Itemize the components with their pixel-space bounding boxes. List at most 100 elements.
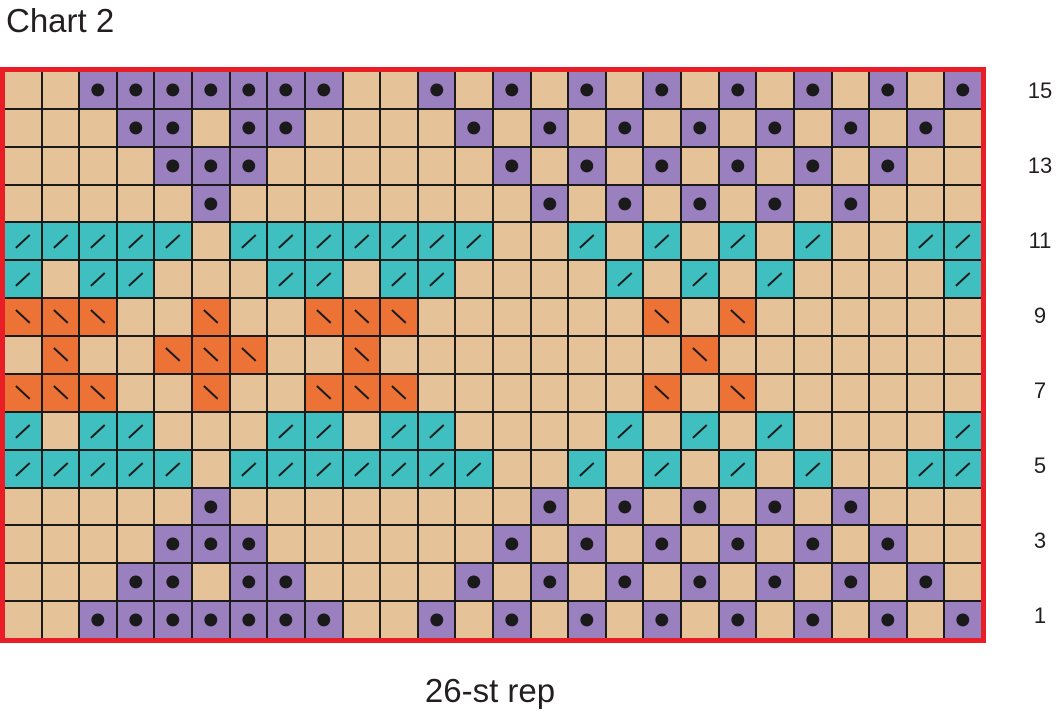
- stitch-r9-c16-background: [569, 299, 605, 336]
- dot-icon: [467, 121, 481, 135]
- dot-icon: [204, 197, 218, 210]
- stitch-r4-c22-background: [794, 488, 831, 525]
- dot-icon: [467, 575, 481, 589]
- stitch-r1-c3-purple-dot: [80, 602, 116, 638]
- dot-icon: [129, 575, 143, 589]
- stitch-r2-c5-purple-dot: [155, 564, 192, 601]
- slash-icon: [90, 272, 106, 287]
- dot-icon: [843, 500, 857, 513]
- stitch-r2-c20-background: [719, 564, 756, 601]
- stitch-r13-c14-purple-dot: [493, 147, 530, 184]
- backslash-icon: [391, 385, 407, 400]
- stitch-r2-c4-purple-dot: [117, 564, 154, 601]
- stitch-r15-c14-purple-dot: [493, 72, 530, 108]
- stitch-r13-c20-purple-dot: [719, 147, 756, 184]
- stitch-r9-c25-background: [907, 299, 944, 336]
- backslash-icon: [692, 347, 708, 362]
- stitch-r10-c24-background: [870, 261, 906, 298]
- slash-icon: [128, 234, 144, 250]
- backslash-icon: [391, 309, 407, 324]
- stitch-r12-c9-background: [305, 185, 342, 222]
- stitch-r1-c5-purple-dot: [155, 602, 192, 638]
- stitch-r11-c12-teal-slash: [418, 223, 455, 260]
- stitch-r10-c4-teal-slash: [117, 261, 154, 298]
- stitch-r4-c8-background: [268, 488, 304, 525]
- stitch-r1-c19-background: [682, 602, 718, 638]
- dot-icon: [768, 500, 782, 513]
- stitch-r13-c16-purple-dot: [569, 147, 605, 184]
- stitch-r11-c7-teal-slash: [230, 223, 267, 260]
- stitch-r3-c17-background: [606, 526, 643, 563]
- stitch-r3-c11-background: [381, 526, 417, 563]
- stitch-r3-c22-purple-dot: [794, 526, 831, 563]
- stitch-r6-c4-teal-slash: [117, 412, 154, 449]
- backslash-icon: [240, 347, 257, 362]
- stitch-r1-c18-purple-dot: [644, 602, 681, 638]
- dot-icon: [542, 197, 556, 210]
- slash-icon: [15, 272, 31, 287]
- stitch-r4-c2-background: [42, 488, 79, 525]
- stitch-r11-c17-background: [606, 223, 643, 260]
- stitch-r10-c26-teal-slash: [945, 261, 981, 298]
- stitch-r7-c2-orange-backslash: [42, 374, 79, 411]
- stitch-r10-c20-background: [719, 261, 756, 298]
- stitch-r1-c9-purple-dot: [305, 602, 342, 638]
- stitch-r1-c21-background: [757, 602, 793, 638]
- stitch-r2-c21-purple-dot: [757, 564, 793, 601]
- stitch-r3-c18-purple-dot: [644, 526, 681, 563]
- stitch-r5-c10-teal-slash: [343, 450, 380, 487]
- stitch-r3-c21-background: [757, 526, 793, 563]
- stitch-r10-c22-background: [794, 261, 831, 298]
- stitch-r3-c5-purple-dot: [155, 526, 192, 563]
- stitch-r9-c20-orange-backslash: [719, 299, 756, 336]
- stitch-r15-c8-purple-dot: [268, 72, 304, 108]
- slash-icon: [955, 461, 971, 477]
- stitch-r4-c24-background: [870, 488, 906, 525]
- stitch-r1-c11-background: [381, 602, 417, 638]
- stitch-r13-c13-background: [456, 147, 492, 184]
- stitch-r4-c9-background: [305, 488, 342, 525]
- slash-icon: [428, 234, 445, 250]
- stitch-r1-c16-purple-dot: [569, 602, 605, 638]
- stitch-r5-c4-teal-slash: [117, 450, 154, 487]
- stitch-r5-c19-background: [682, 450, 718, 487]
- row-label: 9: [1033, 303, 1047, 329]
- stitch-r11-c18-teal-slash: [644, 223, 681, 260]
- stitch-r12-c7-background: [230, 185, 267, 222]
- stitch-r8-c24-background: [870, 337, 906, 373]
- stitch-r2-c1-background: [5, 564, 41, 601]
- stitch-r4-c13-background: [456, 488, 492, 525]
- stitch-r15-c5-purple-dot: [155, 72, 192, 108]
- slash-icon: [128, 272, 144, 287]
- stitch-r14-c16-background: [569, 109, 605, 146]
- dot-icon: [693, 500, 707, 513]
- stitch-r11-c8-teal-slash: [268, 223, 304, 260]
- stitch-r13-c11-background: [381, 147, 417, 184]
- stitch-r2-c15-purple-dot: [531, 564, 568, 601]
- stitch-r6-c25-background: [907, 412, 944, 449]
- stitch-r7-c10-orange-backslash: [343, 374, 380, 411]
- stitch-r3-c3-background: [80, 526, 116, 563]
- stitch-r11-c11-teal-slash: [381, 223, 417, 260]
- stitch-r4-c19-purple-dot: [682, 488, 718, 525]
- stitch-r4-c5-background: [155, 488, 192, 525]
- stitch-r6-c22-background: [794, 412, 831, 449]
- dot-icon: [768, 575, 782, 589]
- stitch-r8-c4-background: [117, 337, 154, 373]
- stitch-r8-c9-background: [305, 337, 342, 373]
- stitch-r9-c19-background: [682, 299, 718, 336]
- slash-icon: [692, 272, 708, 287]
- backslash-icon: [316, 309, 332, 324]
- dot-icon: [542, 575, 556, 589]
- stitch-r11-c3-teal-slash: [80, 223, 116, 260]
- stitch-r1-c1-background: [5, 602, 41, 638]
- stitch-r12-c24-background: [870, 185, 906, 222]
- stitch-r15-c3-purple-dot: [80, 72, 116, 108]
- stitch-r10-c17-teal-slash: [606, 261, 643, 298]
- stitch-r9-c11-orange-backslash: [381, 299, 417, 336]
- stitch-r9-c7-background: [230, 299, 267, 336]
- stitch-r14-c15-purple-dot: [531, 109, 568, 146]
- backslash-icon: [353, 385, 369, 400]
- backslash-icon: [316, 385, 332, 400]
- backslash-icon: [203, 385, 219, 400]
